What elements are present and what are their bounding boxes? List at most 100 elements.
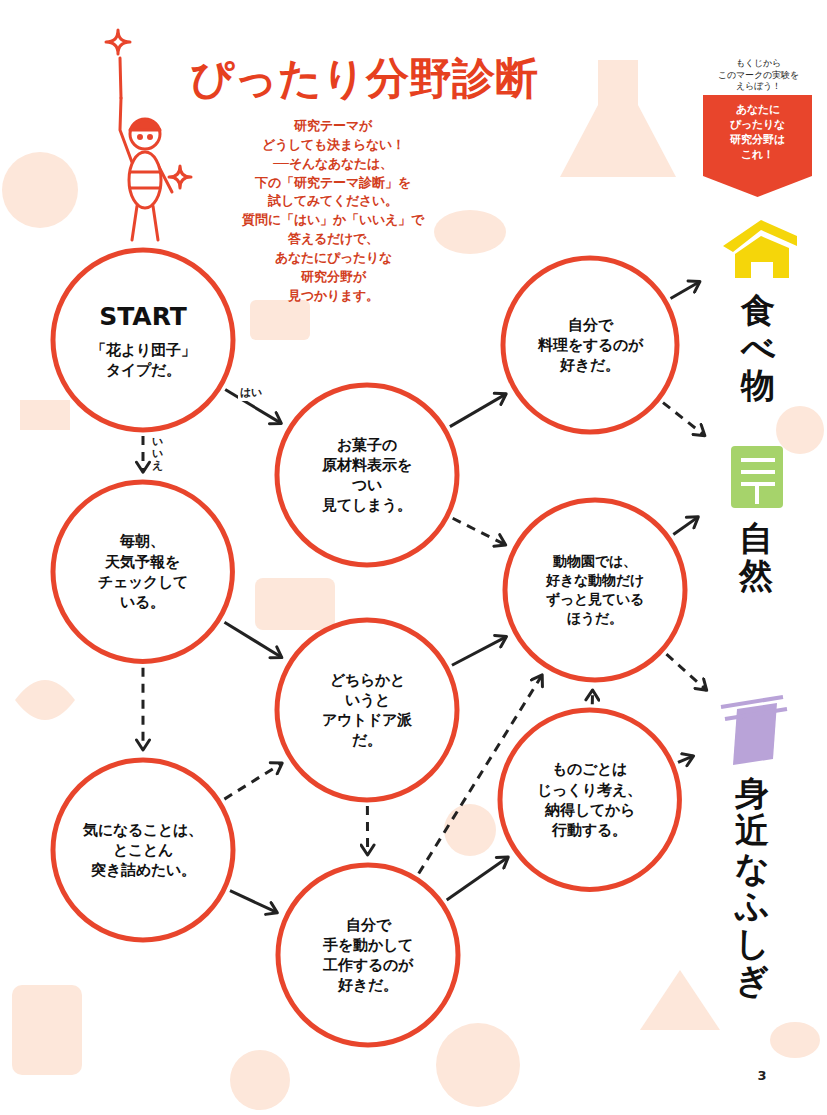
circle-outline (274, 382, 460, 568)
circle-outline (502, 497, 688, 683)
yes-arrow (673, 517, 698, 535)
no-arrow (666, 654, 706, 690)
yes-arrow (671, 282, 700, 299)
circle-ring (278, 865, 458, 1045)
question-circle: お菓子の 原材料表示を つい 見てしまう。 (274, 382, 460, 568)
food-icon (713, 212, 803, 284)
yes-arrow (224, 622, 281, 657)
question-circle: どちらかと いうと アウトドア派 だ。 (274, 617, 460, 803)
decor-shape (20, 400, 70, 430)
decor-shape (436, 1023, 520, 1107)
no-arrow (141, 668, 144, 750)
result-field: 自然 (704, 440, 808, 595)
result-text: 身近なふしぎ (735, 775, 769, 999)
question-text: 動物園では、 好きな動物だけ ずっと見ている ほうだ。 (532, 552, 658, 628)
mystery-icon-lines (721, 697, 787, 719)
circle-text-group: 自分で 手を動かして 工作するのが 好きだ。 (301, 915, 436, 996)
result-text: 自然 (739, 520, 773, 595)
circle-text-group: ものごとは じっくり考え、 納得してから 行動する。 (522, 759, 657, 840)
question-circle: ものごとは じっくり考え、 納得してから 行動する。 (497, 707, 682, 892)
decor-shape (640, 970, 720, 1030)
nature-icon-book (731, 446, 783, 508)
intro-text: 研究テーマが どうしても決まらない！ ──そんなあなたは、 下の「研究テーマ診断… (226, 117, 440, 305)
question-text: どちらかと いうと アウトドア派 だ。 (300, 670, 435, 751)
circle-outline (50, 479, 235, 664)
circle-ring (505, 500, 685, 680)
answer-label: いいえ (151, 434, 164, 474)
decor-shape (169, 166, 191, 188)
circle-ring (277, 620, 457, 800)
question-text: ものごとは じっくり考え、 納得してから 行動する。 (522, 759, 657, 840)
result-field: 身近なふしぎ (700, 695, 804, 999)
question-text: 自分で 手を動かして 工作するのが 好きだ。 (301, 915, 436, 996)
decor-shape (130, 119, 160, 149)
circle-text-group: START 「花より団子」 タイプだ。 (76, 300, 211, 380)
decor-shape (129, 152, 161, 208)
question-text: 毎朝、 天気予報を チェックして いる。 (75, 531, 210, 612)
decor-shape (250, 300, 310, 340)
circle-text-group: 気になることは、 とことん 突き詰めたい。 (76, 820, 211, 881)
no-arrow (224, 763, 282, 799)
nature-icon (711, 440, 801, 512)
decor-shape (770, 1022, 820, 1058)
food-icon-body (735, 236, 789, 278)
yes-arrow (452, 637, 507, 666)
food-icon-window (751, 262, 773, 278)
decor-shape (444, 804, 496, 856)
no-arrow (366, 806, 369, 855)
page-title: ぴったり分野診断 (190, 50, 538, 108)
yes-arrow (230, 891, 277, 913)
nature-icon-lines (741, 460, 775, 504)
no-arrow (141, 436, 144, 472)
decor-shape (434, 210, 506, 254)
question-text: 「花より団子」 タイプだ。 (76, 340, 211, 381)
circle-outline (274, 617, 460, 803)
circle-text-group: 毎朝、 天気予報を チェックして いる。 (75, 531, 210, 612)
decor-shape (139, 136, 142, 139)
circle-ring (53, 482, 232, 661)
circle-ring (500, 710, 679, 889)
question-circle: START 「花より団子」 タイプだ。 (50, 247, 236, 433)
mystery-icon (707, 695, 797, 767)
question-circle: 毎朝、 天気予報を チェックして いる。 (50, 479, 235, 664)
decor-shape (776, 406, 824, 454)
start-heading: START (76, 300, 211, 334)
circle-outline (275, 862, 461, 1048)
circle-text-group: 自分で 料理をするのが 好きだ。 (523, 315, 658, 376)
question-text: お菓子の 原材料表示を つい 見てしまう。 (300, 435, 435, 516)
circle-outline (497, 707, 682, 892)
result-banner (703, 95, 812, 197)
decor-shape (12, 985, 82, 1075)
circle-ring (503, 258, 677, 432)
answer-label: はい (238, 384, 264, 401)
question-circle: 自分で 手を動かして 工作するのが 好きだ。 (275, 862, 461, 1048)
circle-text-group: 動物園では、 好きな動物だけ ずっと見ている ほうだ。 (532, 552, 658, 628)
background-pattern (2, 60, 824, 1110)
decor-shape (106, 30, 130, 54)
page-number: 3 (748, 1068, 776, 1083)
circle-text-group: どちらかと いうと アウトドア派 だ。 (300, 670, 435, 751)
result-field: 食べ物 (706, 212, 810, 404)
question-circle: 自分で 料理をするのが 好きだ。 (500, 255, 680, 435)
decor-shape (120, 58, 121, 98)
circle-text-group: お菓子の 原材料表示を つい 見てしまう。 (300, 435, 435, 516)
circle-ring (277, 385, 457, 565)
no-arrow (453, 518, 506, 545)
yes-arrow (678, 756, 694, 763)
decor-shape (132, 206, 158, 240)
question-circle: 気になることは、 とことん 突き詰めたい。 (50, 757, 236, 943)
decor-shape (230, 1050, 290, 1110)
circle-outline (50, 247, 236, 433)
result-text: 食べ物 (741, 292, 775, 404)
decor-shape (255, 578, 335, 630)
decor-shape (149, 136, 152, 139)
yes-arrow (450, 394, 506, 427)
decor-shape (130, 172, 160, 188)
note-text: もくじから このマークの実験を えらぼう！ (702, 58, 814, 93)
circle-ring (53, 250, 233, 430)
decor-shape (2, 152, 78, 228)
circle-ring (53, 760, 233, 940)
question-circle: 動物園では、 好きな動物だけ ずっと見ている ほうだ。 (502, 497, 688, 683)
